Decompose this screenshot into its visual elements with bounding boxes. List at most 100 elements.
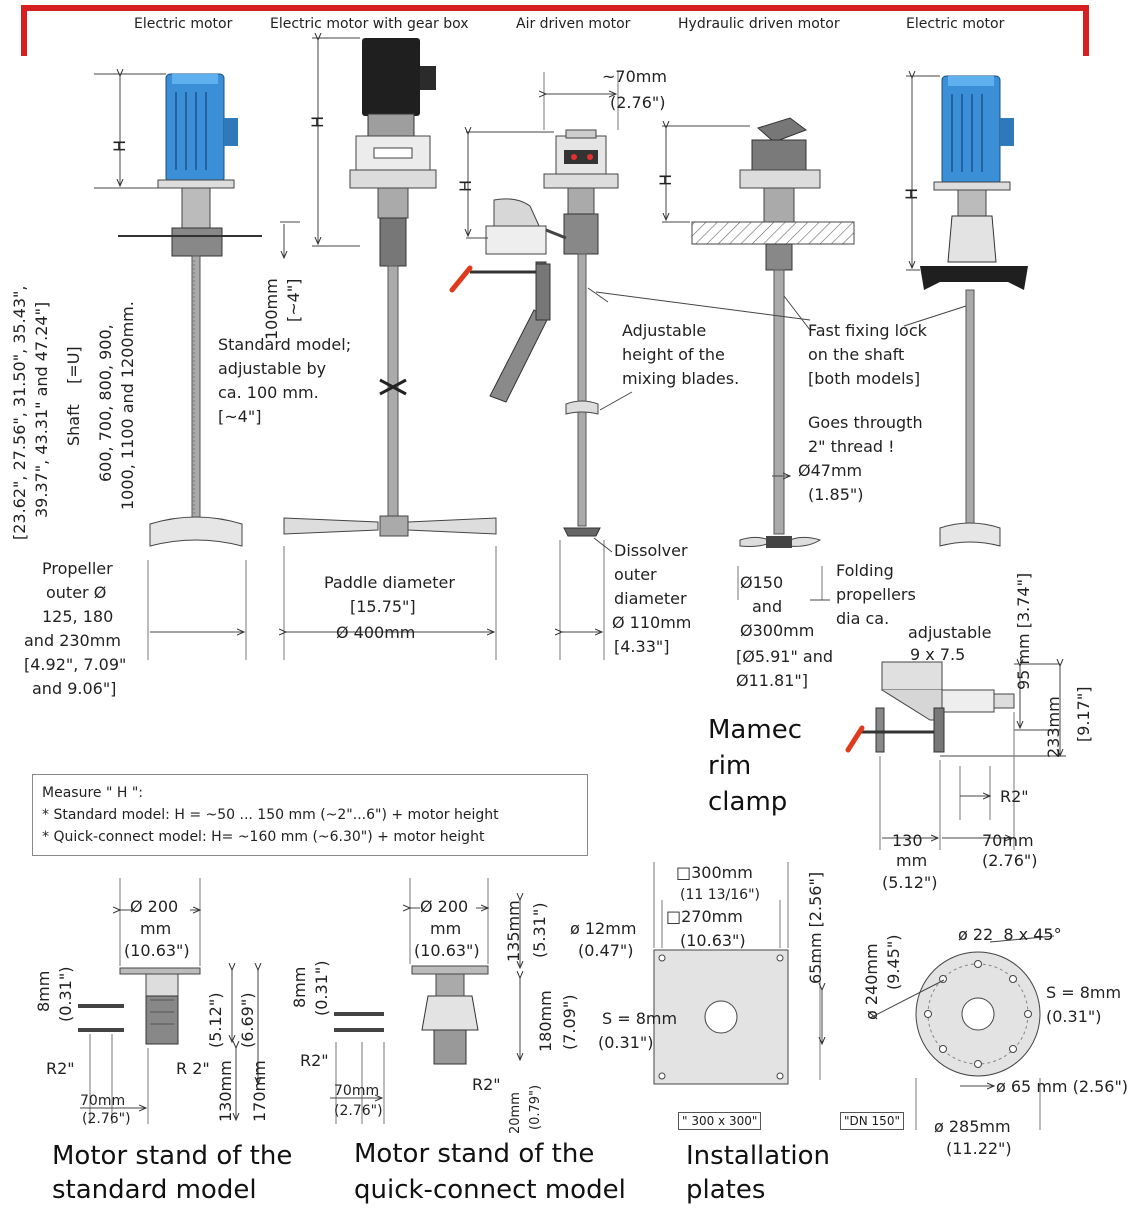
rim-dim-233: 233mm (1044, 696, 1063, 758)
sq-s300-inch: (11 13/16") (680, 887, 760, 903)
installation-title-l2: plates (686, 1175, 766, 1205)
std-d200-inch: (10.63") (124, 941, 190, 960)
installation-title-l1: Installation (686, 1141, 831, 1171)
rim-dim-130: 130 (892, 831, 923, 850)
header-label-electric-motor-2: Electric motor (906, 16, 1005, 32)
std-d200-unit: mm (140, 919, 172, 938)
rim-clamp-title-l3: clamp (708, 787, 788, 817)
qc-d70: 70mm (334, 1083, 380, 1099)
folding-size-l2: and (752, 597, 783, 616)
dissolver-l4: Ø 110mm (612, 613, 692, 632)
sq-d12: ø 12mm (570, 919, 637, 938)
mixer-air-driven (449, 129, 619, 537)
qc-d135-inch: (5.31") (530, 902, 549, 958)
mixer-electric-gearbox (283, 38, 497, 537)
header-frame (21, 5, 1089, 56)
dissolver-l3: diameter (614, 589, 687, 608)
dissolver-l1: Dissolver (614, 541, 688, 560)
qc-d8-inch: (0.31") (312, 960, 331, 1016)
rim-dim-233-inch: [9.17"] (1074, 686, 1093, 742)
std-title-l2: standard model (52, 1175, 257, 1205)
std-r2a: R2" (46, 1059, 75, 1078)
sq-s8-inch: (0.31") (598, 1033, 654, 1052)
fast-fixing-l3: [both models] (808, 369, 921, 388)
std-d669: (6.69") (238, 992, 257, 1048)
sq-s270: □270mm (666, 907, 743, 926)
dissolver-l5: [4.33"] (614, 637, 670, 656)
adjustable-height-l1: Adjustable (622, 321, 707, 340)
qc-r2a: R2" (300, 1051, 329, 1070)
round-plate-drawing (915, 951, 1041, 1077)
shaft-mm-line1: 600, 700, 800, 900, (96, 324, 115, 482)
stand-quick-drawing (334, 965, 489, 1065)
rd-tag: "DN 150" (840, 1112, 904, 1130)
shaft-label: Shaft [=U] (64, 346, 83, 446)
measure-h-box (32, 774, 588, 856)
qc-d200-inch: (10.63") (414, 941, 480, 960)
qc-title-l2: quick-connect model (354, 1175, 626, 1205)
std-d130: 130mm (216, 1060, 235, 1122)
rd-s8: S = 8mm (1046, 983, 1122, 1002)
dim-100mm: 100mm (262, 278, 281, 340)
folding-size-l4: [Ø5.91" and (736, 647, 834, 666)
rim-dim-70-inch: (2.76") (982, 851, 1038, 870)
adjustable-height-l2: height of the (622, 345, 725, 364)
qc-d200: Ø 200 (420, 897, 469, 916)
dim-70mm-top: ~70mm (602, 67, 667, 86)
folding-size-l3: Ø300mm (740, 621, 815, 640)
standard-model-l3: ca. 100 mm. (218, 383, 319, 402)
std-title-l1: Motor stand of the (52, 1141, 293, 1171)
shaft-inch-line2: 39.37", 43.31" and 47.24"] (32, 301, 51, 518)
qc-d180: 180mm (536, 990, 555, 1052)
dim-h-4: H (656, 173, 675, 186)
qc-d70-inch: (2.76") (334, 1103, 383, 1119)
dim-h-5: H (902, 187, 921, 200)
propeller-l1: Propeller (42, 559, 113, 578)
goes-through-l4: (1.85") (808, 485, 864, 504)
propeller-l6: and 9.06"] (32, 679, 117, 698)
adjustable-height-l3: mixing blades. (622, 369, 740, 388)
std-r2b: R 2" (176, 1059, 210, 1078)
standard-model-l1: Standard model; (218, 335, 352, 354)
rim-dim-95: 95 mm [3.74"] (1014, 572, 1033, 690)
measure-h-line2: * Quick-connect model: H= ~160 mm (~6.30… (42, 829, 485, 845)
header-label-air-driven: Air driven motor (516, 16, 631, 32)
rd-d65: ø 65 mm (2.56") (996, 1077, 1129, 1096)
std-d8-inch: (0.31") (56, 966, 75, 1022)
fast-fixing-l2: on the shaft (808, 345, 905, 364)
goes-through-l2: 2" thread ! (808, 437, 895, 456)
rim-adjust-size: 9 x 7.5 (910, 645, 966, 664)
paddle-l2: [15.75"] (350, 597, 416, 616)
rim-clamp-title-l1: Mamec (708, 715, 802, 745)
rd-d240: ø 240mm (862, 943, 881, 1020)
propeller-l5: [4.92", 7.09" (24, 655, 127, 674)
mixer-electric-1 (118, 73, 262, 547)
rim-clamp-drawing (845, 661, 1015, 753)
dim-h-2: H (308, 115, 327, 128)
propeller-l2: outer Ø (46, 583, 107, 602)
dim-h-3: H (456, 179, 475, 192)
std-d170: 170mm (250, 1060, 269, 1122)
rd-d285: ø 285mm (934, 1117, 1011, 1136)
std-d8: 8mm (34, 970, 53, 1012)
standard-model-l2: adjustable by (218, 359, 327, 378)
measure-h-line1: * Standard model: H = ~50 ... 150 mm (~2… (42, 807, 499, 823)
rd-d240-inch: (9.45") (884, 934, 903, 990)
stand-standard-drawing (78, 967, 201, 1045)
folding-l1: Folding (836, 561, 894, 580)
dim-h-1: H (110, 139, 129, 152)
dissolver-l2: outer (614, 565, 657, 584)
goes-through-l3: Ø47mm (798, 461, 863, 480)
paddle-l1: Paddle diameter (324, 573, 455, 592)
header-label-hydraulic: Hydraulic driven motor (678, 16, 840, 32)
goes-through-l1: Goes througth (808, 413, 923, 432)
rim-dim-130-unit: mm (896, 851, 928, 870)
folding-l3: dia ca. (836, 609, 890, 628)
header-label-electric-motor: Electric motor (134, 16, 233, 32)
qc-d135: 135mm (504, 900, 523, 962)
shaft-inch-line1: [23.62", 27.56", 31.50", 35.43", (10, 285, 29, 541)
rim-dim-70: 70mm (982, 831, 1034, 850)
std-d70-inch: (2.76") (82, 1111, 131, 1127)
